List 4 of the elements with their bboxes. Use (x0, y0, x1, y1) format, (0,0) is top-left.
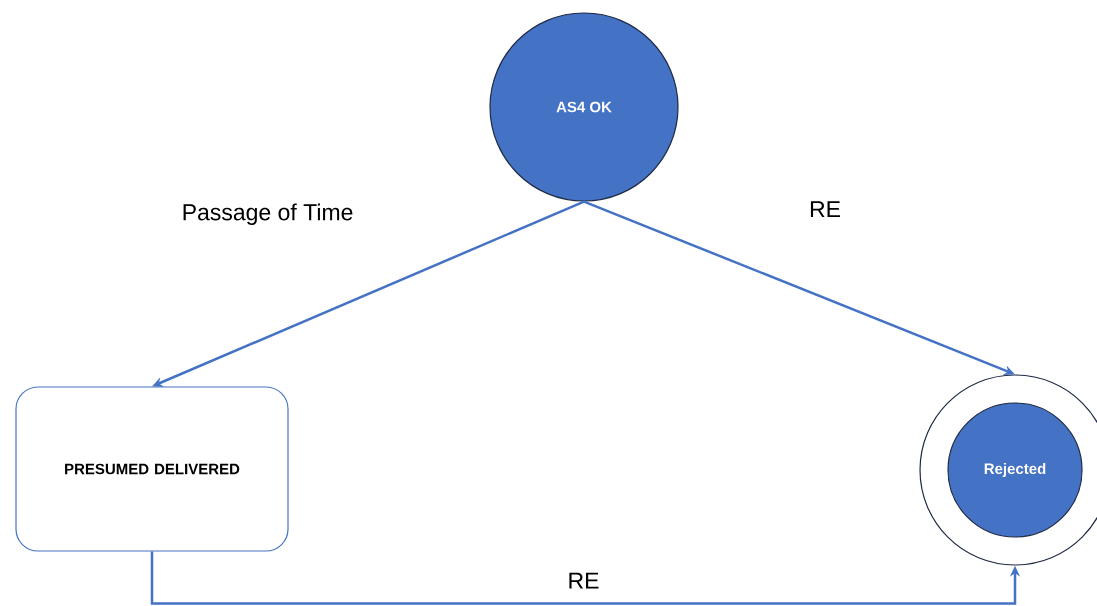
edge-label: RE (569, 572, 599, 589)
edge-label: RE (810, 201, 840, 218)
state-box: PRESUMED DELIVERED (15, 386, 289, 552)
edge-label: Passage of Time (183, 203, 353, 225)
